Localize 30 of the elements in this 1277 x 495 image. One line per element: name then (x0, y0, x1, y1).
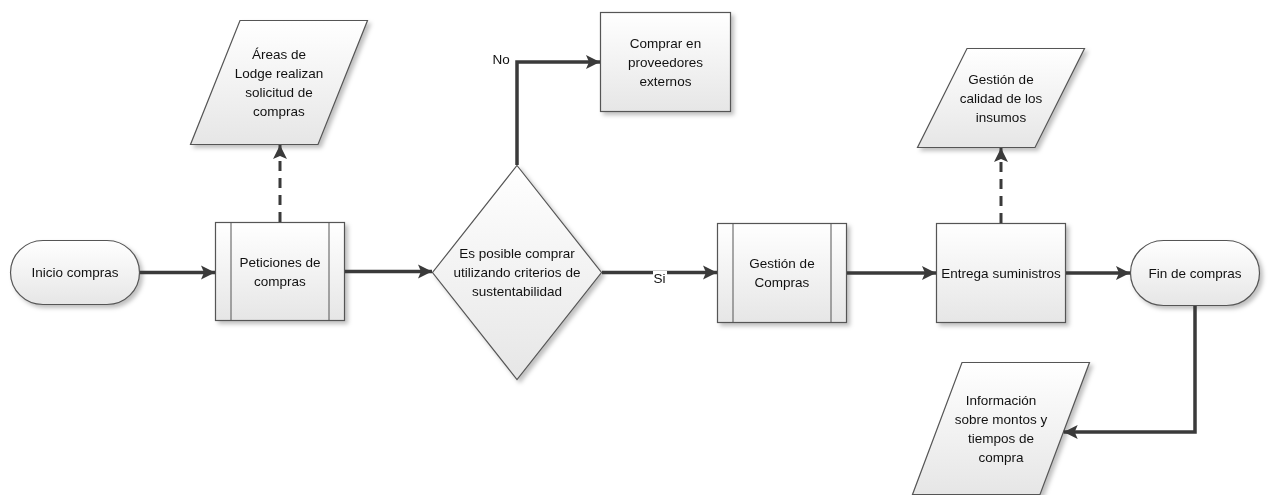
arrow (847, 266, 936, 280)
node-label: Comprar en proveedores externos (626, 34, 705, 91)
arrow (515, 55, 600, 165)
predefined-process-box (717, 223, 847, 323)
arrow (602, 265, 717, 280)
node-label: Entrega suministros (940, 264, 1062, 283)
arrow (1063, 306, 1197, 439)
node-label: Áreas de Lodge realizan solicitud de compras (233, 45, 325, 121)
node-label: Gestión de Compras (748, 255, 816, 292)
node-label: Fin de compras (1147, 264, 1243, 283)
data-parallelogram (912, 362, 1090, 495)
data-parallelogram (190, 20, 368, 145)
node-label: Información sobre montos y tiempos de compra (953, 391, 1049, 467)
process-box (936, 223, 1066, 323)
terminal-shape (10, 240, 140, 305)
decision-diamond (432, 165, 602, 380)
node-label: Peticiones de compras (238, 253, 322, 291)
data-parallelogram (917, 48, 1085, 148)
terminal-shape (1130, 240, 1260, 306)
process-box (600, 12, 731, 112)
node-label: Gestión de calidad de los insumos (958, 70, 1044, 127)
edge-label: Si (652, 271, 667, 286)
node-label: Es posible comprar utilizando criterios de sustentabilidad (452, 245, 582, 301)
arrow (140, 265, 215, 280)
arrow (345, 264, 432, 279)
arrow (273, 145, 287, 222)
node-label: Inicio compras (30, 264, 120, 282)
predefined-process-box (215, 222, 345, 321)
arrow (1066, 266, 1130, 280)
arrow (994, 148, 1008, 223)
